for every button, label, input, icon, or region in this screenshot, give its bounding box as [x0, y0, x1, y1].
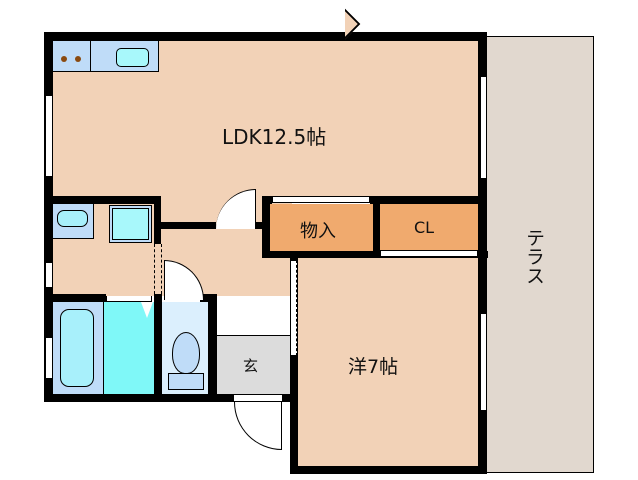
washing-machine-tub — [112, 208, 149, 240]
western-room-sliding-door[interactable] — [290, 260, 297, 356]
counter-divider — [90, 40, 91, 72]
wall-bottom-western — [290, 466, 487, 474]
wall-wash-stub — [154, 196, 161, 244]
closet-label: CL — [414, 218, 435, 237]
ldk-label: LDK12.5帖 — [222, 125, 327, 149]
front-door[interactable] — [234, 402, 282, 450]
bath-left-window — [45, 337, 53, 379]
storage-sliding-door[interactable] — [272, 196, 370, 203]
wall-bottom-bath — [44, 394, 292, 402]
wall-bath-top — [44, 294, 106, 302]
wall-top — [44, 32, 487, 41]
wall-left — [44, 32, 53, 402]
storage-label: 物入 — [300, 221, 336, 242]
bath-divider — [103, 302, 104, 394]
wall-western-left — [290, 258, 298, 474]
terrace — [486, 36, 594, 473]
bathtub-icon — [60, 309, 94, 387]
washroom-door-opening[interactable] — [106, 296, 152, 302]
western-right-window — [480, 313, 487, 411]
ldk-right-window — [480, 76, 487, 179]
wall-storage-box — [262, 196, 270, 258]
wall-kitchen-wash — [44, 196, 160, 204]
wall-toilet-top-right — [200, 294, 217, 302]
stove-burner-icon — [61, 56, 67, 62]
sink-icon — [116, 48, 149, 67]
toilet-tank-icon — [168, 373, 204, 390]
closet-sliding-door[interactable] — [380, 250, 478, 257]
wall-hall-top — [160, 222, 216, 229]
wall-hall-top-right — [256, 222, 266, 229]
wall-wash-toilet — [154, 294, 162, 394]
front-door-opening — [233, 394, 283, 402]
entrance — [217, 335, 292, 396]
wall-toilet-right — [208, 294, 217, 402]
wall-storage-top-right — [370, 196, 487, 204]
western-room — [298, 258, 480, 466]
western-room-label: 洋7帖 — [348, 356, 399, 378]
wall-storage-top-left — [262, 196, 272, 204]
wash-opening-dashed — [154, 244, 162, 294]
washbasin-icon — [57, 210, 88, 227]
closet — [380, 204, 480, 252]
storage-room — [270, 204, 373, 252]
ldk-left-window — [45, 95, 53, 177]
toilet-bowl-icon — [172, 332, 200, 374]
wash-left-window — [45, 262, 53, 288]
stove-burner-icon — [75, 56, 81, 62]
wall-storage-cl-divider — [373, 196, 380, 258]
floor-drain-icon — [141, 302, 153, 318]
terrace-label: テラス — [523, 228, 545, 285]
entrance-label: 玄 — [243, 357, 259, 375]
